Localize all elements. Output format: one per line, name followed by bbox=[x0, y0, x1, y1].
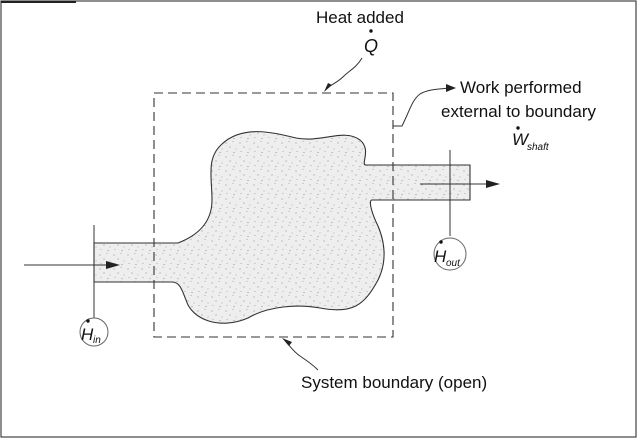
h-out-symbol: H bbox=[434, 247, 447, 266]
work-label-line1: Work performed bbox=[460, 78, 582, 97]
working-fluid-region bbox=[93, 131, 471, 324]
inlet-flow-arrowhead bbox=[106, 261, 120, 269]
boundary-leader-line bbox=[285, 341, 319, 371]
heat-leader-arrowhead bbox=[324, 83, 332, 92]
boundary-leader-arrowhead bbox=[282, 338, 292, 346]
q-dot bbox=[369, 29, 373, 33]
system-boundary-label: System boundary (open) bbox=[301, 373, 487, 392]
h-out-subscript: out bbox=[446, 258, 461, 269]
q-symbol: Q bbox=[364, 36, 378, 56]
work-leader-arrowhead bbox=[446, 84, 456, 92]
h-in-dot bbox=[86, 319, 90, 323]
work-label-line2: external to boundary bbox=[441, 102, 596, 121]
h-out-dot bbox=[439, 240, 443, 244]
outlet-flow-arrowhead bbox=[486, 180, 500, 188]
w-shaft-symbol: W bbox=[512, 130, 530, 149]
h-out-circle bbox=[433, 237, 467, 271]
w-shaft-subscript: shaft bbox=[527, 142, 550, 153]
heat-added-label: Heat added bbox=[316, 8, 404, 27]
work-leader-line bbox=[393, 87, 451, 127]
system-boundary-dashed bbox=[153, 92, 394, 338]
w-dot bbox=[516, 126, 520, 130]
h-in-circle bbox=[79, 317, 109, 347]
heat-leader-line bbox=[325, 57, 363, 89]
h-in-symbol: H bbox=[81, 325, 94, 344]
h-in-subscript: in bbox=[93, 335, 101, 346]
